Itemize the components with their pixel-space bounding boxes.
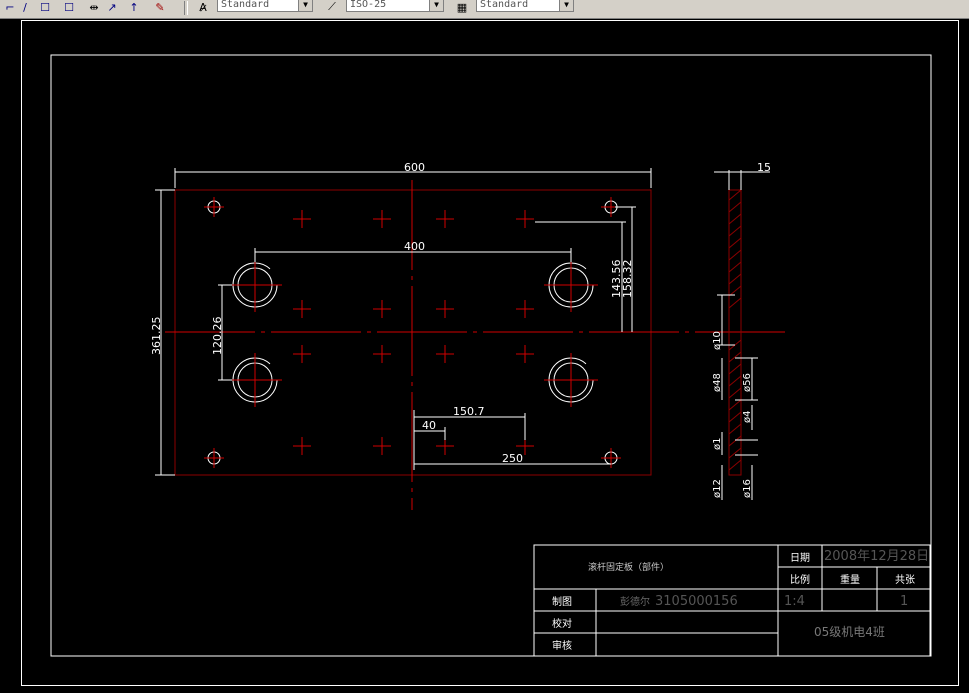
- chevron-down-icon[interactable]: ▼: [429, 0, 443, 11]
- dim-d10: ø10: [712, 331, 723, 350]
- drawn-label: 制图: [552, 595, 572, 608]
- toolbar: ⌐ / ☐ ☐ ⇹ ↗ ↑ ✎ A̷ Standard ▼ ⟋ ISO-25 ▼…: [0, 0, 969, 19]
- sheet-value: 1: [900, 594, 908, 609]
- leader-icon[interactable]: ↗: [107, 0, 117, 14]
- dimension-aligned-icon[interactable]: /: [23, 0, 27, 14]
- dimension-style-icon[interactable]: ⟋: [328, 0, 336, 13]
- dimension-style-value: ISO-25: [350, 0, 387, 10]
- dimension-lines: [155, 168, 652, 476]
- dim-height-total: 361.25: [150, 317, 163, 356]
- dim-pos-150: 150.7: [453, 405, 485, 418]
- dim-thickness: 15: [757, 161, 771, 174]
- dim-right-offset-1: 143.56: [610, 260, 623, 299]
- scale-label: 比例: [790, 573, 810, 586]
- part-name: 滚杆固定板（部件）: [588, 561, 669, 573]
- review-label: 审核: [552, 639, 572, 652]
- dim-d56: ø56: [742, 373, 753, 392]
- class-name: 05级机电4班: [814, 625, 885, 639]
- drawer-name: 彭德尔: [620, 595, 650, 608]
- drawing-frame: [50, 54, 932, 657]
- dim-hole-pair-gap: 120.26: [211, 317, 224, 356]
- dim-d48: ø48: [712, 373, 723, 392]
- text-style-icon[interactable]: A̷: [199, 0, 207, 14]
- table-style-value: Standard: [480, 0, 529, 10]
- dim-holes-span: 400: [404, 240, 425, 253]
- chevron-down-icon[interactable]: ▼: [298, 0, 312, 11]
- date-label: 日期: [790, 552, 810, 564]
- chevron-down-icon[interactable]: ▼: [559, 0, 573, 11]
- dim-d4: ø4: [742, 411, 753, 423]
- table-style-icon[interactable]: ▦: [456, 0, 468, 14]
- check-label: 校对: [552, 617, 572, 630]
- student-no: 3105000156: [655, 594, 738, 609]
- side-view: 15 ø10 ø48 ø56 ø4 ø1 ø12 ø16: [712, 161, 771, 500]
- dim-pos-250: 250: [502, 452, 523, 465]
- weight-label: 重量: [840, 573, 860, 586]
- text-style-select[interactable]: Standard ▼: [217, 0, 313, 12]
- tolerance-icon[interactable]: ↑: [129, 0, 139, 14]
- dim-right-offset-2: 158.32: [621, 260, 634, 299]
- dim-pos-40: 40: [422, 419, 436, 432]
- drawing-viewport[interactable]: [21, 20, 959, 686]
- dim-width-total: 600: [404, 161, 425, 174]
- large-hole-crosses: [228, 258, 598, 407]
- date-value: 2008年12月28日: [824, 549, 929, 564]
- total-label: 共张: [895, 574, 915, 586]
- dim-d16: ø16: [742, 479, 753, 498]
- dimension-edit-icon[interactable]: ✎: [155, 0, 165, 14]
- dimension-box-icon[interactable]: ☐: [40, 0, 50, 14]
- table-style-select[interactable]: Standard ▼: [476, 0, 574, 12]
- dim-d12: ø12: [712, 479, 723, 498]
- dimension-linear-icon[interactable]: ⌐: [5, 0, 15, 14]
- dim-d1: ø1: [712, 438, 723, 450]
- dimension-box2-icon[interactable]: ☐: [64, 0, 74, 14]
- text-style-value: Standard: [221, 0, 270, 10]
- dimension-style-select[interactable]: ISO-25 ▼: [346, 0, 444, 12]
- separator: [184, 1, 188, 15]
- scale-value: 1:4: [784, 594, 805, 609]
- title-block: 滚杆固定板（部件） 日期 2008年12月28日 比例 重量 共张 1:4 1 …: [533, 544, 931, 657]
- dimension-continue-icon[interactable]: ⇹: [89, 0, 99, 14]
